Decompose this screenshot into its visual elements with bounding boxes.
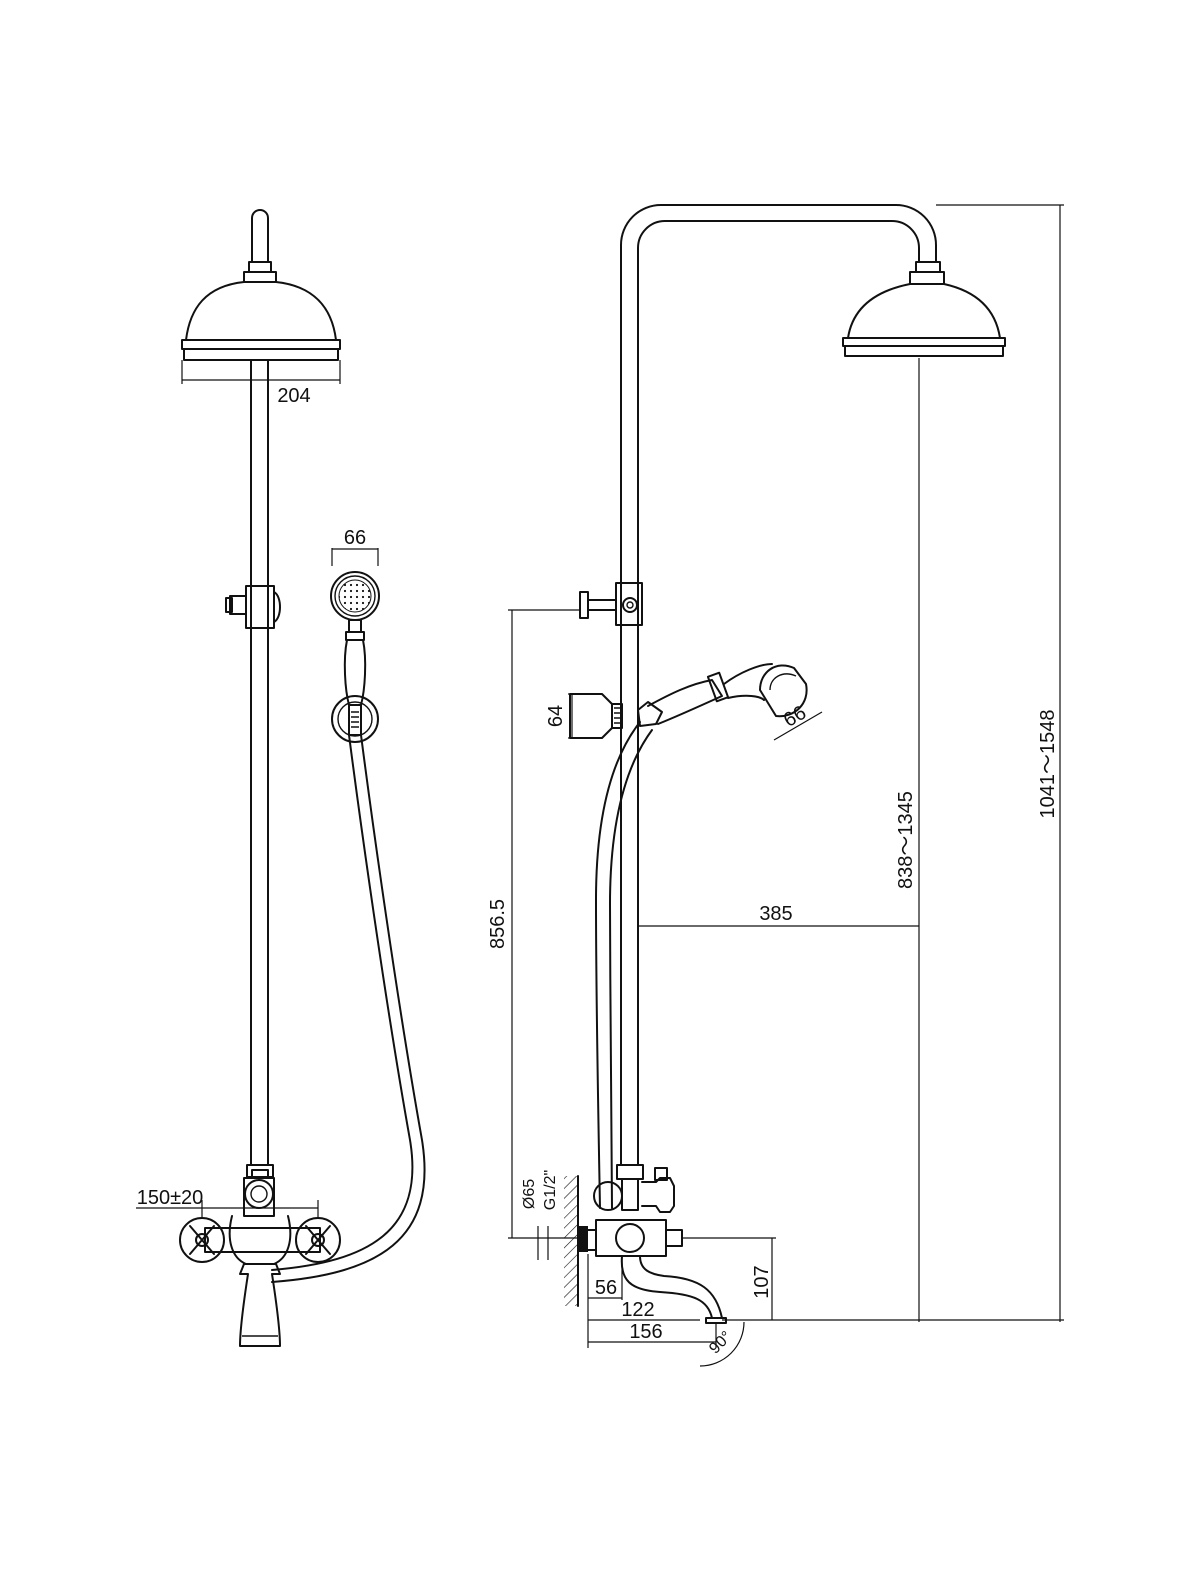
front-hand-shower: 66 [330, 527, 380, 743]
dim-thread: G1/2" [542, 1170, 559, 1210]
dim-depth-156: 156 [629, 1321, 662, 1343]
dim-total-height: 1041～1548 [1037, 710, 1059, 819]
front-slider-knob [229, 595, 247, 615]
dim-mixer-centers: 150±20 [137, 1187, 204, 1209]
front-hose [271, 734, 414, 1271]
dim-head-diameter: 204 [277, 385, 310, 407]
dim-hand-holder: 64 [545, 705, 567, 727]
dim-arm-projection: 385 [759, 903, 792, 925]
front-mixer: 150±20 [136, 1164, 341, 1347]
side-riser-arm-inner [637, 220, 920, 1166]
front-top-collar [243, 271, 277, 283]
front-head-rim [181, 339, 341, 350]
side-riser-arm-outer [620, 204, 937, 1166]
dim-depth-122: 122 [621, 1299, 654, 1321]
front-top-nut [248, 261, 272, 273]
front-slider-bracket [245, 585, 275, 629]
front-top-stub [251, 209, 269, 263]
side-view: 64 66 [487, 204, 1064, 1367]
dim-head-height: 838～1345 [895, 791, 917, 889]
dim-outlet-height: 856.5 [487, 899, 509, 949]
side-hand-shower: 64 66 [545, 663, 823, 741]
dim-spout-height: 107 [751, 1265, 773, 1298]
side-hose [595, 721, 641, 1209]
front-view: 204 66 [136, 209, 426, 1347]
dim-flange-diameter: Ø65 [521, 1179, 538, 1209]
dim-hand-shower-side: 66 [780, 702, 810, 732]
side-shower-head [847, 283, 1001, 339]
front-head-face [183, 348, 339, 361]
dim-hand-shower-front: 66 [344, 527, 366, 549]
dim-depth-56: 56 [595, 1277, 617, 1299]
front-shower-head [185, 281, 337, 341]
